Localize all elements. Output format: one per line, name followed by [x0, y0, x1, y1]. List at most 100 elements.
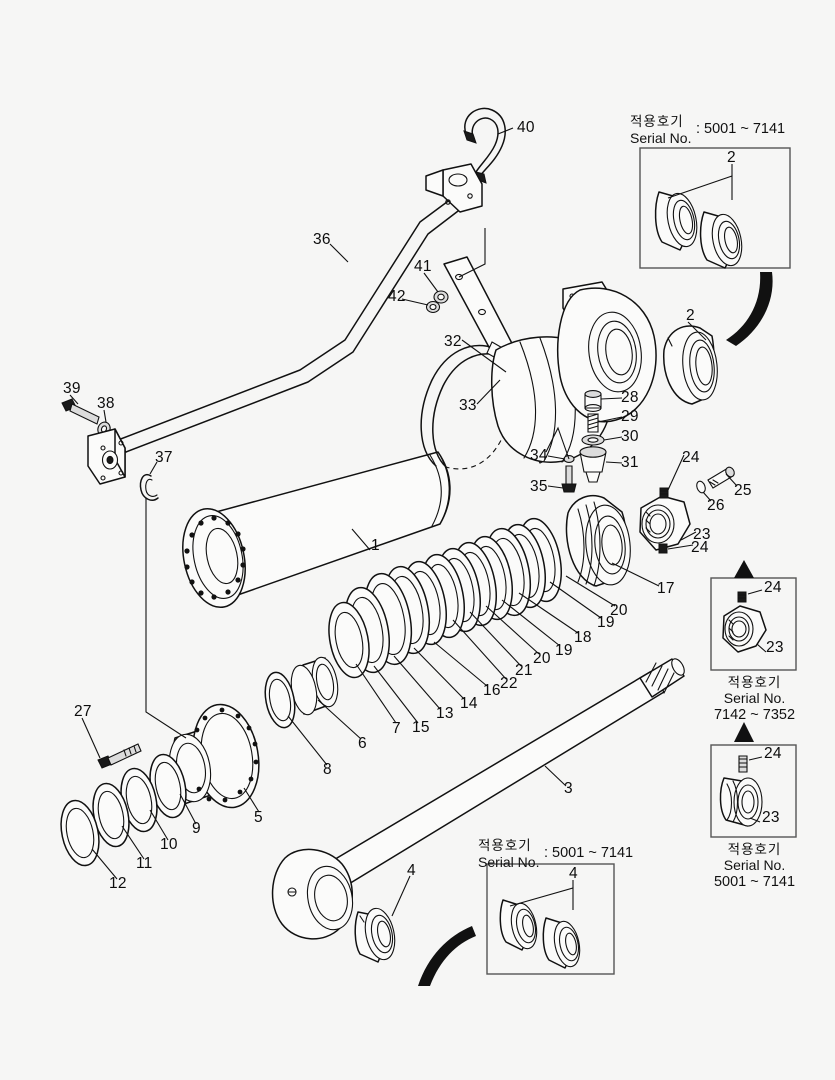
part-39-bolt — [61, 398, 100, 425]
part-42-nut — [425, 300, 441, 314]
detail-callout-23a: 23 — [766, 639, 784, 656]
detail-bolt-24a — [737, 591, 747, 603]
detail-box-23a-frame — [710, 577, 797, 671]
callout-36: 36 — [313, 231, 331, 248]
callout-37: 37 — [155, 449, 173, 466]
part-17-piston — [565, 494, 631, 587]
part-23-hex-nut-main — [639, 495, 691, 551]
callout-19b: 19 — [597, 614, 615, 631]
detail-bushing-2a — [654, 191, 698, 251]
seal-ring-11 — [92, 782, 130, 848]
part-27-bolt — [97, 743, 142, 769]
part-4-bushing-main — [354, 907, 396, 963]
callout-31: 31 — [621, 454, 639, 471]
callout-28: 28 — [621, 389, 639, 406]
part-41-bolt — [433, 290, 449, 304]
part-26-ring — [696, 480, 706, 494]
callout-27: 27 — [74, 703, 92, 720]
part-24-bolt-lower — [658, 543, 668, 554]
pointer-arrow-23a — [734, 560, 754, 578]
detail-box-2-frame — [639, 147, 791, 269]
detail-callout-23b: 23 — [762, 809, 780, 826]
detail-round-nut-23 — [719, 777, 763, 827]
detail-callout-2: 2 — [727, 149, 736, 166]
detail-4-header: 적용호기 Serial No. : 5001 ~ 7141 — [478, 834, 633, 870]
callout-7: 7 — [392, 720, 401, 737]
callout-14: 14 — [460, 695, 478, 712]
part-30-washer — [581, 434, 605, 446]
callout-39: 39 — [63, 380, 81, 397]
pointer-arrow-2 — [726, 272, 773, 346]
part-2-bushing-main — [663, 325, 718, 405]
serial-range-value: : 5001 ~ 7141 — [696, 121, 786, 137]
callout-4-main: 4 — [407, 862, 416, 879]
callout-20a: 20 — [533, 650, 551, 667]
part-40-hook — [463, 107, 506, 184]
callout-26: 26 — [707, 497, 725, 514]
callout-12: 12 — [109, 875, 127, 892]
callout-42: 42 — [388, 288, 406, 305]
detail-box-4-frame — [486, 863, 615, 975]
callout-19a: 19 — [555, 642, 573, 659]
korean-applicable-label: 적용호기 — [630, 114, 684, 130]
callout-32: 32 — [444, 333, 462, 350]
detail-bolt-24b — [738, 755, 748, 773]
callout-5: 5 — [254, 809, 263, 826]
callout-17: 17 — [657, 580, 675, 597]
callout-16: 16 — [483, 682, 501, 699]
callout-34: 34 — [530, 447, 548, 464]
part-35-bolt — [545, 426, 577, 493]
korean-applicable-label: 적용호기 — [727, 675, 782, 691]
callout-24-lower: 24 — [691, 539, 709, 556]
detail-box-23b-frame — [710, 744, 797, 838]
rod-end-block — [87, 428, 126, 485]
part-1-cylinder-tube — [182, 451, 451, 609]
callout-6: 6 — [358, 735, 367, 752]
callout-11: 11 — [136, 855, 153, 872]
seal-ring-8 — [264, 671, 296, 729]
seal-ring-7 — [328, 601, 370, 679]
part-37-snap-ring — [139, 474, 159, 501]
callout-29: 29 — [621, 408, 639, 425]
part-3-piston-rod — [271, 658, 685, 940]
seal-ring-12 — [60, 799, 100, 867]
callout-18: 18 — [574, 629, 592, 646]
detail-callout-4: 4 — [569, 865, 578, 882]
serial-no-label: Serial No. — [478, 854, 540, 870]
part-25-pin — [707, 466, 735, 489]
callout-41: 41 — [414, 258, 432, 275]
callout-23-main: 23 — [693, 526, 711, 543]
callout-33: 33 — [459, 397, 477, 414]
seal-ring-10 — [120, 767, 158, 833]
detail-bushing-4b — [542, 917, 581, 969]
detail-2-header: 적용호기 Serial No. : 5001 ~ 7141 — [630, 110, 785, 146]
detail-callout-24a: 24 — [764, 579, 782, 596]
detail-23b-footer: 적용호기 Serial No. 5001 ~ 7141 — [712, 842, 797, 890]
detail-23a-footer: 적용호기 Serial No. 7142 ~ 7352 — [712, 675, 797, 723]
detail-callout-24b: 24 — [764, 745, 782, 762]
callout-10: 10 — [160, 836, 178, 853]
detail-bushing-4a — [499, 899, 538, 951]
part-24-bolt-upper — [659, 487, 669, 499]
callout-13: 13 — [436, 705, 454, 722]
part-28-cap — [584, 390, 602, 412]
serial-range-value: 5001 ~ 7141 — [713, 873, 796, 890]
callout-40: 40 — [517, 119, 535, 136]
callout-8: 8 — [323, 761, 332, 778]
korean-applicable-label: 적용호기 — [727, 842, 782, 858]
korean-applicable-label: 적용호기 — [478, 838, 532, 854]
callout-30: 30 — [621, 428, 639, 445]
detail-hex-nut-23 — [722, 605, 767, 653]
serial-range-value: 7142 ~ 7352 — [713, 706, 796, 723]
callout-15: 15 — [412, 719, 430, 736]
serial-no-label: Serial No. — [723, 690, 786, 707]
part-29-spring — [587, 413, 599, 433]
pointer-arrow-4 — [418, 926, 476, 986]
part-36-tube — [117, 195, 463, 453]
serial-no-label: Serial No. — [630, 130, 692, 146]
callout-25: 25 — [734, 482, 752, 499]
callout-35: 35 — [530, 478, 548, 495]
callout-9: 9 — [192, 820, 201, 837]
